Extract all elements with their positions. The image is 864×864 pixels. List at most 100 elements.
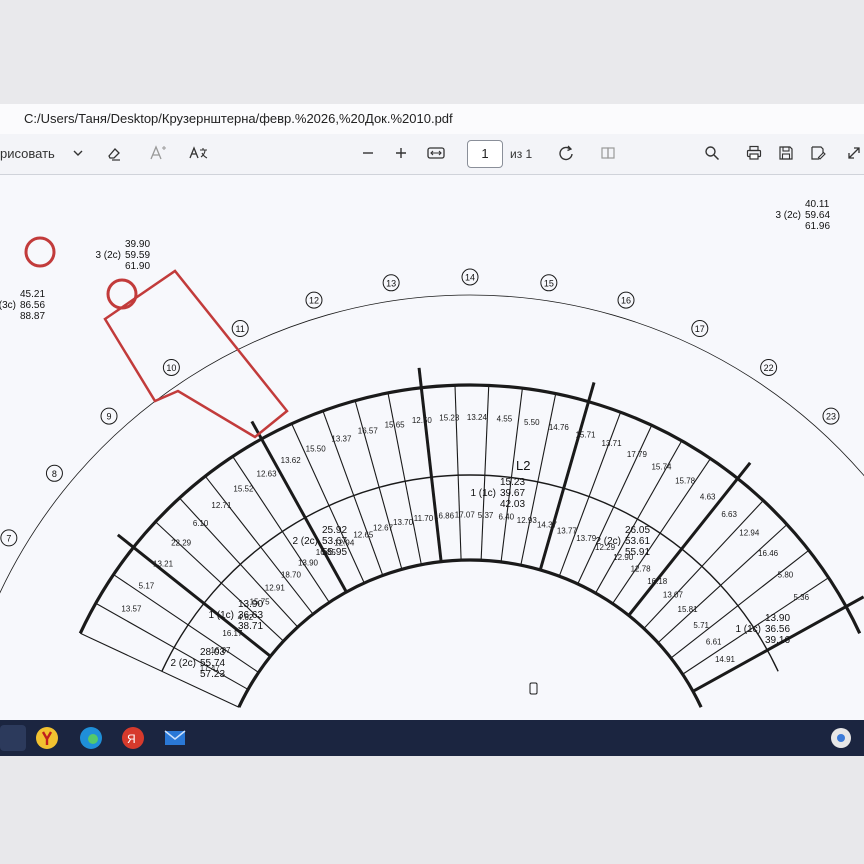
apartment-area: 61.90 xyxy=(125,261,150,272)
edge-icon[interactable] xyxy=(78,725,104,751)
room-area-label: 5.36 xyxy=(793,593,809,602)
room-area-label: 14.76 xyxy=(549,423,570,432)
room-area-label: 6.10 xyxy=(193,519,209,528)
axis-bubble xyxy=(231,320,249,338)
partition-wall xyxy=(454,385,462,561)
rotate-icon[interactable] xyxy=(554,142,578,164)
partition-wall xyxy=(612,458,711,604)
room-area-label: 13.24 xyxy=(467,413,488,422)
document-page[interactable]: 78910111213141516172223242517.4713.5716.… xyxy=(0,175,864,720)
apartment-area: 28.03 xyxy=(200,647,225,658)
svg-text:Я: Я xyxy=(127,732,136,746)
apartment-type: 2 (2с) xyxy=(595,536,621,547)
zoom-out-icon[interactable] xyxy=(356,142,380,164)
room-area-label: 13.71 xyxy=(602,439,623,448)
section-wall xyxy=(538,382,596,571)
room-area-label: 5.37 xyxy=(478,511,494,520)
address-bar[interactable]: C:/Users/Таня/Desktop/Крузернштерна/февр… xyxy=(0,104,864,135)
axis-label: 15 xyxy=(544,278,554,288)
room-area-label: 15.23 xyxy=(439,414,460,423)
apartment-area: 61.96 xyxy=(805,221,830,232)
room-area-label: 15.78 xyxy=(675,477,696,486)
partition-wall xyxy=(682,577,829,675)
axis-label: 14 xyxy=(465,273,475,283)
apartment-area: 55.74 xyxy=(200,658,225,669)
apartment-area: 39.16 xyxy=(765,635,790,646)
apartment-type: 3 (2с) xyxy=(775,210,801,221)
mail-icon[interactable] xyxy=(162,725,188,751)
text-size-icon[interactable] xyxy=(146,142,170,164)
print-icon[interactable] xyxy=(742,142,766,164)
axis-bubble xyxy=(617,291,635,309)
task-view-icon[interactable] xyxy=(0,725,26,751)
apartment-area: 55.95 xyxy=(322,547,347,558)
axis-bubble xyxy=(0,529,18,547)
partition-wall xyxy=(113,574,259,673)
room-area-label: 16.87 xyxy=(210,646,231,655)
room-area-label: 15.65 xyxy=(385,420,406,429)
highlight-circle xyxy=(106,278,138,310)
room-area-label: 16.18 xyxy=(647,577,668,586)
room-area-label: 22.29 xyxy=(171,539,192,548)
chevron-down-icon[interactable] xyxy=(66,142,90,164)
apartment-area: 59.59 xyxy=(125,250,150,261)
axis-label: 16 xyxy=(621,296,631,306)
apartment-area: 40.11 xyxy=(805,199,830,210)
partition-wall xyxy=(155,521,284,642)
partition-wall xyxy=(480,385,490,561)
page-number-input[interactable]: 1 xyxy=(467,140,503,168)
apartment-type: 2 (2с) xyxy=(292,536,318,547)
room-area-label: 13.07 xyxy=(663,590,684,599)
partition-wall xyxy=(387,392,422,565)
axis-bubble xyxy=(382,274,400,292)
section-wall xyxy=(250,420,348,593)
axis-bubble xyxy=(305,291,323,309)
axis-bubble xyxy=(100,407,118,425)
two-page-view-icon[interactable] xyxy=(596,142,620,164)
axis-label: 11 xyxy=(236,324,245,334)
room-area-label: 15.81 xyxy=(678,605,699,614)
room-area-label: 13.70 xyxy=(393,518,414,527)
yandex-browser-icon[interactable] xyxy=(34,725,60,751)
room-area-label: 14.91 xyxy=(715,655,736,664)
room-area-label: 13.57 xyxy=(121,605,142,614)
file-path: C:/Users/Таня/Desktop/Крузернштерна/февр… xyxy=(24,111,453,126)
axis-label: 17 xyxy=(695,324,705,334)
search-icon[interactable] xyxy=(700,142,724,164)
partition-wall xyxy=(643,500,764,629)
translate-icon[interactable] xyxy=(186,142,210,164)
room-area-label: 16.85 xyxy=(316,548,337,557)
apartment-area: 13.90 xyxy=(765,613,790,624)
axis-bubble xyxy=(540,274,558,292)
highlight-circle xyxy=(24,236,56,268)
room-area-label: 12.78 xyxy=(631,564,652,573)
yandex-icon[interactable]: Я xyxy=(120,725,146,751)
room-area-label: 11.70 xyxy=(414,514,434,523)
room-area-label: 4.55 xyxy=(497,415,513,424)
eraser-icon[interactable] xyxy=(102,142,126,164)
apartment-area: 88.87 xyxy=(20,311,45,322)
fit-width-icon[interactable] xyxy=(424,142,448,164)
partition-wall xyxy=(657,524,788,644)
partition-wall xyxy=(80,632,240,708)
room-area-label: 15.50 xyxy=(306,444,327,453)
save-as-icon[interactable] xyxy=(806,142,830,164)
apartment-area: 53.67 xyxy=(322,536,347,547)
room-area-label: 15.52 xyxy=(233,484,254,493)
apartment-area: 53.61 xyxy=(625,536,650,547)
partition-wall xyxy=(354,400,403,570)
room-area-label: 16.86 xyxy=(434,512,455,521)
room-area-label: 5.71 xyxy=(693,621,709,630)
apartment-area: 57.23 xyxy=(200,669,225,680)
chrome-icon[interactable] xyxy=(828,725,854,751)
apartment-type: 1 (1с) xyxy=(208,610,234,621)
highlight-outline xyxy=(103,269,289,439)
draw-button[interactable]: рисовать xyxy=(0,145,55,161)
save-icon[interactable] xyxy=(774,142,798,164)
zoom-in-icon[interactable] xyxy=(389,142,413,164)
fullscreen-icon[interactable] xyxy=(842,142,864,164)
